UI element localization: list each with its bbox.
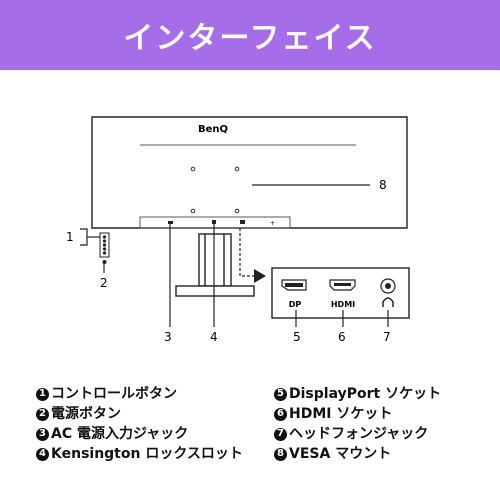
legend-label: HDMI ソケット bbox=[289, 406, 393, 422]
rear-panel bbox=[139, 216, 291, 229]
legend-label: ヘッドフォンジャック bbox=[289, 426, 429, 442]
legend-label: DisplayPort ソケット bbox=[289, 386, 442, 402]
displayport-icon bbox=[281, 279, 307, 291]
dp-label: DP bbox=[289, 300, 302, 309]
title-banner: インターフェイス bbox=[0, 0, 500, 70]
callout-1: 1 bbox=[66, 230, 74, 244]
page-title: インターフェイス bbox=[123, 21, 377, 56]
monitor-outline bbox=[91, 116, 408, 229]
legend-item: 1 コントロールボタン bbox=[36, 384, 243, 404]
ac-inlet-icon bbox=[168, 221, 173, 224]
number-badge: 5 bbox=[274, 387, 287, 401]
plus-marker: + bbox=[270, 220, 275, 227]
legend-label: AC 電源入力ジャック bbox=[51, 426, 189, 442]
callout-8: 8 bbox=[379, 178, 387, 192]
leader-ports-dashed bbox=[239, 228, 254, 277]
legend-item: 6 HDMI ソケット bbox=[274, 404, 441, 424]
legend-label: Kensington ロックスロット bbox=[51, 446, 243, 462]
number-badge: 4 bbox=[36, 447, 49, 461]
legend-item: 3 AC 電源入力ジャック bbox=[36, 424, 243, 444]
legend-left: 1 コントロールボタン 2 電源ボタン 3 AC 電源入力ジャック 4 Kens… bbox=[36, 384, 243, 464]
headphone-jack-icon bbox=[380, 278, 396, 294]
legend-item: 5 DisplayPort ソケット bbox=[274, 384, 441, 404]
monitor-back-diagram: BenQ + 1 2 3 4 5 6 7 8 bbox=[66, 116, 410, 344]
hdmi-icon bbox=[329, 279, 356, 291]
legend-item: 8 VESA マウント bbox=[274, 444, 441, 464]
legend-item: 4 Kensington ロックスロット bbox=[36, 444, 243, 464]
callout-5: 5 bbox=[293, 330, 301, 344]
headphone-icon bbox=[382, 297, 394, 307]
number-badge: 8 bbox=[274, 447, 287, 461]
legend-label: 電源ボタン bbox=[51, 406, 121, 422]
callout-2: 2 bbox=[100, 276, 108, 290]
number-badge: 1 bbox=[36, 387, 49, 401]
port-group-marker bbox=[240, 220, 245, 224]
kensington-slot-icon bbox=[212, 220, 216, 224]
number-badge: 3 bbox=[36, 427, 49, 441]
legend-label: VESA マウント bbox=[289, 446, 392, 462]
callout-6: 6 bbox=[338, 330, 346, 344]
control-buttons bbox=[99, 232, 110, 258]
monitor-stand bbox=[175, 233, 255, 297]
brand-logo: BenQ bbox=[198, 124, 228, 135]
number-badge: 6 bbox=[274, 407, 287, 421]
legend-item: 7 ヘッドフォンジャック bbox=[274, 424, 441, 444]
callout-4: 4 bbox=[210, 330, 218, 344]
number-badge: 7 bbox=[274, 427, 287, 441]
legend-item: 2 電源ボタン bbox=[36, 404, 243, 424]
legend-right: 5 DisplayPort ソケット 6 HDMI ソケット 7 ヘッドフォンジ… bbox=[274, 384, 441, 464]
legend-label: コントロールボタン bbox=[51, 386, 177, 402]
number-badge: 2 bbox=[36, 407, 49, 421]
callout-bracket-1 bbox=[80, 228, 88, 246]
callout-3: 3 bbox=[164, 330, 172, 344]
vesa-holes bbox=[190, 166, 240, 214]
hdmi-label: HDMI bbox=[331, 300, 355, 309]
arrow-right-icon bbox=[254, 269, 266, 283]
callout-7: 7 bbox=[383, 330, 391, 344]
